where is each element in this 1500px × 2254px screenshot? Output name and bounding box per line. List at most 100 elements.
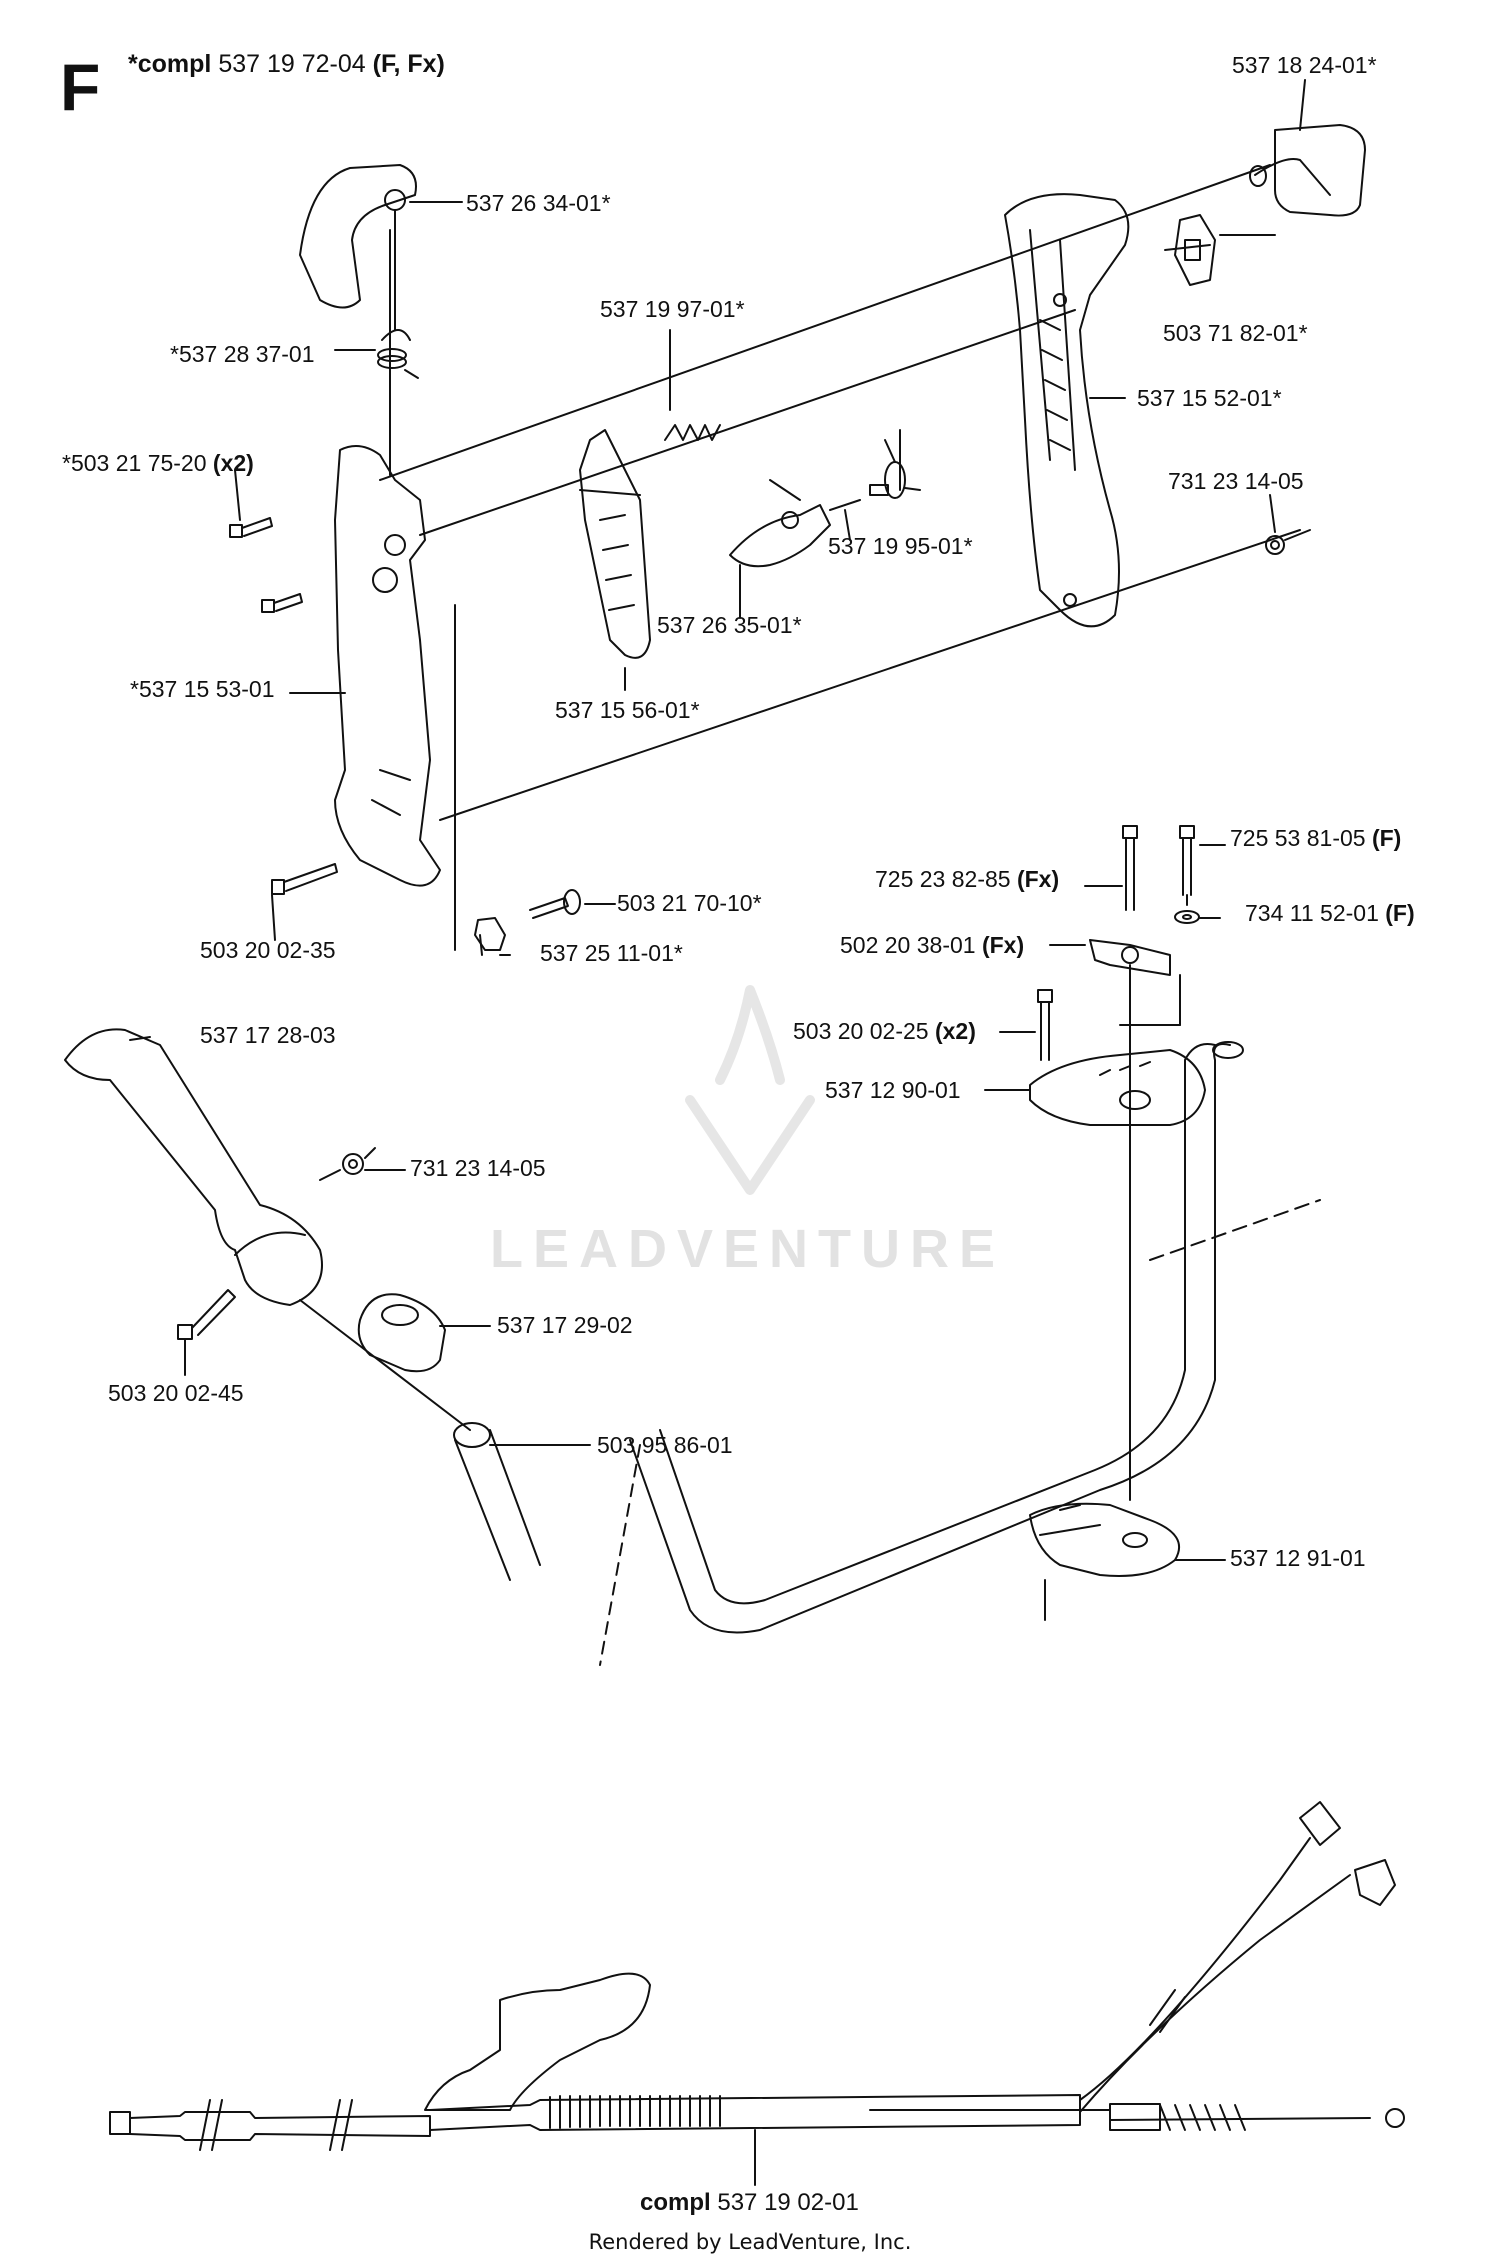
part-number: 734 11 52-01: [1245, 900, 1379, 926]
part-label: 537 18 24-01*: [1232, 52, 1377, 78]
part-label: 537 25 11-01*: [540, 940, 683, 966]
bottom-number: 537 19 02-01: [717, 2189, 859, 2216]
part-number: 537 15 52-01*: [1137, 385, 1282, 411]
part-label: *503 21 75-20 (x2): [62, 450, 254, 476]
part-number: 537 15 56-01*: [555, 697, 700, 723]
part-label: 731 23 14-05: [410, 1155, 546, 1181]
watermark-logo: [685, 985, 815, 1195]
part-number: 537 18 24-01*: [1232, 52, 1377, 78]
title-variant: (F, Fx): [372, 50, 445, 78]
part-number: 503 71 82-01*: [1163, 320, 1308, 346]
throttle-trigger: [579, 429, 651, 659]
part-qualifier: (F): [1385, 900, 1415, 926]
screw-503-20-02-35: [271, 863, 338, 895]
screw-503-21-70-10: [529, 889, 581, 919]
part-number: 537 17 29-02: [497, 1312, 633, 1338]
screw-503-20-02-25: [1037, 989, 1053, 1061]
assembly-title: *compl 537 19 72-04 (F, Fx): [128, 50, 445, 79]
part-number: *537 15 53-01: [130, 676, 275, 702]
part-number: 731 23 14-05: [1168, 468, 1304, 494]
part-number: 537 26 35-01*: [657, 612, 802, 638]
part-qualifier: (x2): [212, 450, 254, 476]
part-number: 503 21 70-10*: [617, 890, 762, 916]
part-label: 537 15 56-01*: [555, 697, 700, 723]
footer-credit: Rendered by LeadVenture, Inc.: [588, 2230, 912, 2254]
part-label: 503 20 02-35: [200, 937, 336, 963]
bottom-prefix: compl: [640, 2189, 711, 2216]
part-label: 537 15 52-01*: [1137, 385, 1282, 411]
part-number: 537 12 91-01: [1230, 1545, 1366, 1571]
part-number: 537 19 97-01*: [600, 296, 745, 322]
part-qualifier: (F): [1371, 825, 1402, 851]
part-qualifier: (x2): [934, 1018, 976, 1044]
top-lever: [299, 164, 417, 331]
screw-503-20-02-45: [177, 1289, 236, 1340]
part-label: 537 19 95-01*: [828, 533, 973, 559]
grip-537-17-28: [64, 1028, 471, 1431]
part-number: 503 20 02-35: [200, 937, 336, 963]
part-label: 503 20 02-45: [108, 1380, 244, 1406]
watermark-text: LEADVENTURE: [490, 1219, 1006, 1279]
part-number: 503 20 02-25: [793, 1018, 929, 1044]
part-number: 503 20 02-45: [108, 1380, 244, 1406]
washer-734-11-52: [1174, 910, 1200, 924]
part-number: 537 26 34-01*: [466, 190, 611, 216]
part-label: *537 15 53-01: [130, 676, 275, 702]
part-label: 537 17 29-02: [497, 1312, 633, 1338]
collar-537-17-29: [357, 1293, 446, 1373]
assembly-lines: [379, 164, 1301, 1026]
tube-503-95-86: [453, 1422, 541, 1581]
part-label: 537 12 90-01: [825, 1077, 961, 1103]
part-label: 537 26 35-01*: [657, 612, 802, 638]
right-handle-half: [1004, 193, 1130, 628]
part-number: *537 28 37-01: [170, 341, 315, 367]
part-label: 502 20 38-01 (Fx): [840, 932, 1024, 958]
part-label: 503 71 82-01*: [1163, 320, 1308, 346]
clamp-upper: [1029, 1049, 1206, 1126]
part-number: 731 23 14-05: [410, 1155, 546, 1181]
part-label: 537 12 91-01: [1230, 1545, 1366, 1571]
switch-part: [1174, 214, 1216, 286]
nut-lower: [319, 1147, 376, 1181]
title-prefix: *compl: [128, 50, 212, 78]
left-handle-half: [334, 445, 441, 887]
part-label: 537 17 28-03: [200, 1022, 336, 1048]
bolt-725-23-82-85: [1122, 825, 1138, 911]
clip-537-25-11: [474, 917, 506, 956]
part-number: 537 17 28-03: [200, 1022, 336, 1048]
part-label: 537 26 34-01*: [466, 190, 611, 216]
part-label: 503 20 02-25 (x2): [793, 1018, 976, 1044]
screw-503-21-75-20: [229, 517, 303, 613]
part-label: 503 21 70-10*: [617, 890, 762, 916]
clamp-lower: [1029, 1502, 1181, 1621]
part-label: 725 53 81-05 (F): [1230, 825, 1401, 851]
throttle-lock: [729, 479, 861, 568]
part-number: *503 21 75-20: [62, 450, 207, 476]
leader-lines: [129, 201, 1276, 1561]
part-label: 734 11 52-01 (F): [1245, 900, 1415, 926]
section-letter: F: [60, 50, 101, 124]
part-label: 537 19 97-01*: [600, 296, 745, 322]
part-label: 503 95 86-01: [597, 1432, 733, 1458]
part-number: 725 23 82-85: [875, 866, 1011, 892]
part-label: *537 28 37-01: [170, 341, 315, 367]
spring-537-19-95: [869, 439, 921, 499]
nut-upper: [1265, 529, 1311, 555]
part-number: 725 53 81-05: [1230, 825, 1366, 851]
part-number: 537 12 90-01: [825, 1077, 961, 1103]
part-number: 503 95 86-01: [597, 1432, 733, 1458]
handle-knob-part: [1249, 79, 1366, 217]
title-number: 537 19 72-04: [218, 50, 366, 78]
spring-537-19-97: [664, 424, 721, 441]
bottom-assembly-label: compl 537 19 02-01: [640, 2190, 859, 2216]
throttle-cable-assembly: [109, 1801, 1405, 2186]
bolt-725-53-81-05: [1179, 825, 1195, 906]
part-label: 725 23 82-85 (Fx): [875, 866, 1059, 892]
part-qualifier: (Fx): [981, 932, 1025, 958]
part-qualifier: (Fx): [1016, 866, 1060, 892]
part-label: 731 23 14-05: [1168, 468, 1304, 494]
part-number: 537 19 95-01*: [828, 533, 973, 559]
part-number: 502 20 38-01: [840, 932, 976, 958]
part-number: 537 25 11-01*: [540, 940, 683, 966]
